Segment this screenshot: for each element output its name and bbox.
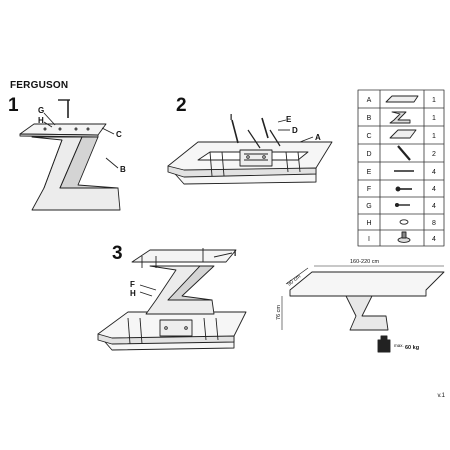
callout-b: B (120, 165, 126, 174)
step2-drawing (167, 117, 333, 185)
part-letter: C (366, 133, 371, 140)
part-letter: G (366, 203, 371, 210)
dim-length: 160-220 cm (350, 259, 379, 265)
callout-h-step3: H (130, 289, 136, 298)
part-qty: 4 (432, 236, 436, 243)
part-letter: F (367, 186, 371, 193)
screw-icon (394, 202, 410, 208)
part-qty: 2 (432, 151, 436, 158)
callout-d: D (292, 126, 298, 135)
callout-a: A (315, 133, 321, 142)
step1-drawing (19, 99, 121, 211)
part-letter: A (367, 97, 372, 104)
callout-h: H (38, 116, 44, 125)
max-load-prefix: max. (394, 343, 404, 348)
part-qty: 4 (432, 186, 436, 193)
step-number-3: 3 (112, 243, 123, 264)
step-number-1: 1 (8, 95, 19, 116)
step-number-2: 2 (176, 95, 187, 116)
part-letter: B (367, 115, 372, 122)
z-leg-icon (389, 111, 411, 124)
part-qty: 8 (432, 220, 436, 227)
part-qty: 4 (432, 203, 436, 210)
glide-foot-icon (397, 231, 411, 243)
part-qty: 1 (432, 115, 436, 122)
product-title: FERGUSON (10, 80, 69, 91)
max-load-value: 60 kg (405, 345, 419, 351)
part-qty: 1 (432, 133, 436, 140)
part-letter: I (368, 236, 370, 243)
part-letter: H (366, 220, 371, 227)
part-letter: D (366, 151, 371, 158)
version-label: v.1 (437, 393, 445, 399)
callout-e: E (286, 115, 292, 124)
dimension-drawing (281, 265, 445, 353)
callout-f: F (130, 280, 135, 289)
callout-i: I (230, 113, 232, 122)
callout-c: C (116, 130, 122, 139)
bolt-icon (395, 186, 412, 192)
part-letter: E (367, 169, 372, 176)
dim-height: 76 cm (276, 305, 282, 320)
mounting-plate-icon (389, 129, 417, 139)
callout-i-step3: I (234, 249, 236, 258)
rail-icon (397, 145, 411, 161)
callout-g: G (38, 106, 44, 115)
washer-icon (399, 219, 409, 225)
tabletop-icon (385, 95, 419, 103)
part-qty: 1 (432, 97, 436, 104)
part-qty: 4 (432, 169, 436, 176)
step3-drawing (97, 248, 247, 351)
